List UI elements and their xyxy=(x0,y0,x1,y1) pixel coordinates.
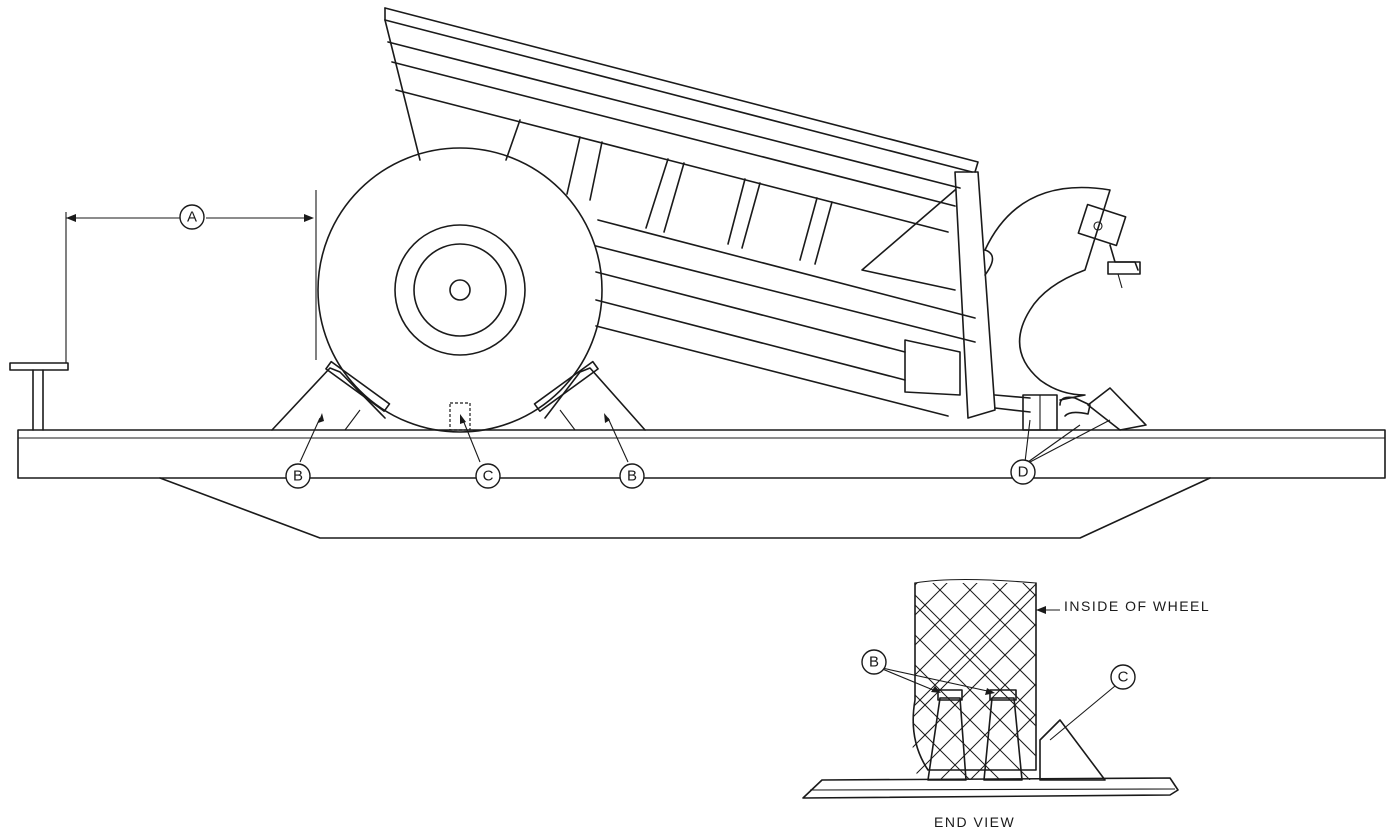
front-post xyxy=(9,212,69,431)
wheel xyxy=(317,147,603,433)
block-c-hidden xyxy=(449,402,471,431)
trailer-bed xyxy=(17,429,1386,539)
callout-c-end: C xyxy=(1110,664,1136,690)
dimension-a xyxy=(66,190,317,360)
callout-c: C xyxy=(475,463,501,489)
end-view-label: END VIEW xyxy=(934,814,1015,830)
svg-text:B: B xyxy=(293,468,303,485)
svg-text:A: A xyxy=(187,209,197,226)
wheel-chock-left xyxy=(271,360,391,431)
leader-lines xyxy=(299,413,1111,463)
svg-text:D: D xyxy=(1018,464,1029,481)
dump-body xyxy=(384,7,1031,419)
svg-text:C: C xyxy=(1118,669,1129,686)
tailgate-hook xyxy=(984,186,1141,401)
callout-d: D xyxy=(1010,459,1036,485)
callout-b-end: B xyxy=(861,649,887,675)
tie-down-blocks xyxy=(1022,387,1147,431)
svg-text:B: B xyxy=(627,468,637,485)
tread-hatch xyxy=(912,583,1036,780)
callout-a: A xyxy=(179,204,205,230)
callout-b-right: B xyxy=(619,463,645,489)
hook-bracket xyxy=(1077,203,1141,289)
inside-of-wheel-label: INSIDE OF WHEEL xyxy=(1064,598,1210,614)
svg-text:B: B xyxy=(869,654,879,671)
callout-b-left: B xyxy=(285,463,311,489)
svg-text:C: C xyxy=(483,468,494,485)
end-view xyxy=(802,578,1179,799)
wheel-chock-right xyxy=(533,360,646,431)
